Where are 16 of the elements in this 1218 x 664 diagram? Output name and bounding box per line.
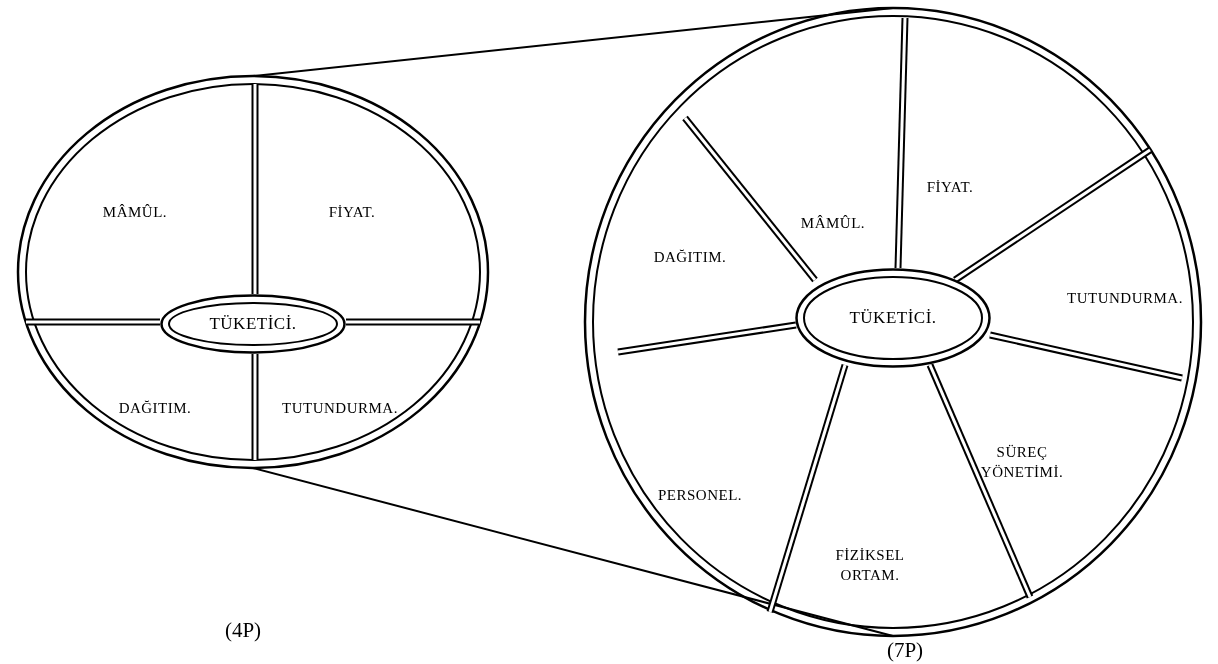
wheel-caption: (4P) <box>224 617 262 643</box>
segment-label: MÂMÛL. <box>102 202 168 222</box>
connector-line <box>252 467 894 637</box>
segment-label: SÜREÇ YÖNETİMİ. <box>967 442 1077 482</box>
wheel-caption: (7P) <box>886 637 924 663</box>
segment-label: DAĞITIM. <box>118 398 192 418</box>
segment-label: FİYAT. <box>328 202 376 222</box>
segment-label: PERSONEL. <box>657 485 743 505</box>
segment-label: FİZİKSEL ORTAM. <box>815 545 925 585</box>
segment-label: DAĞITIM. <box>653 247 727 267</box>
segment-label: FİYAT. <box>926 177 974 197</box>
segment-label: TUTUNDURMA. <box>1067 288 1183 308</box>
segment-label: TUTUNDURMA. <box>282 398 398 418</box>
center-ellipse: TÜKETİCİ. <box>160 294 346 354</box>
center-ellipse: TÜKETİCİ. <box>795 268 991 368</box>
segment-label: MÂMÛL. <box>800 213 866 233</box>
